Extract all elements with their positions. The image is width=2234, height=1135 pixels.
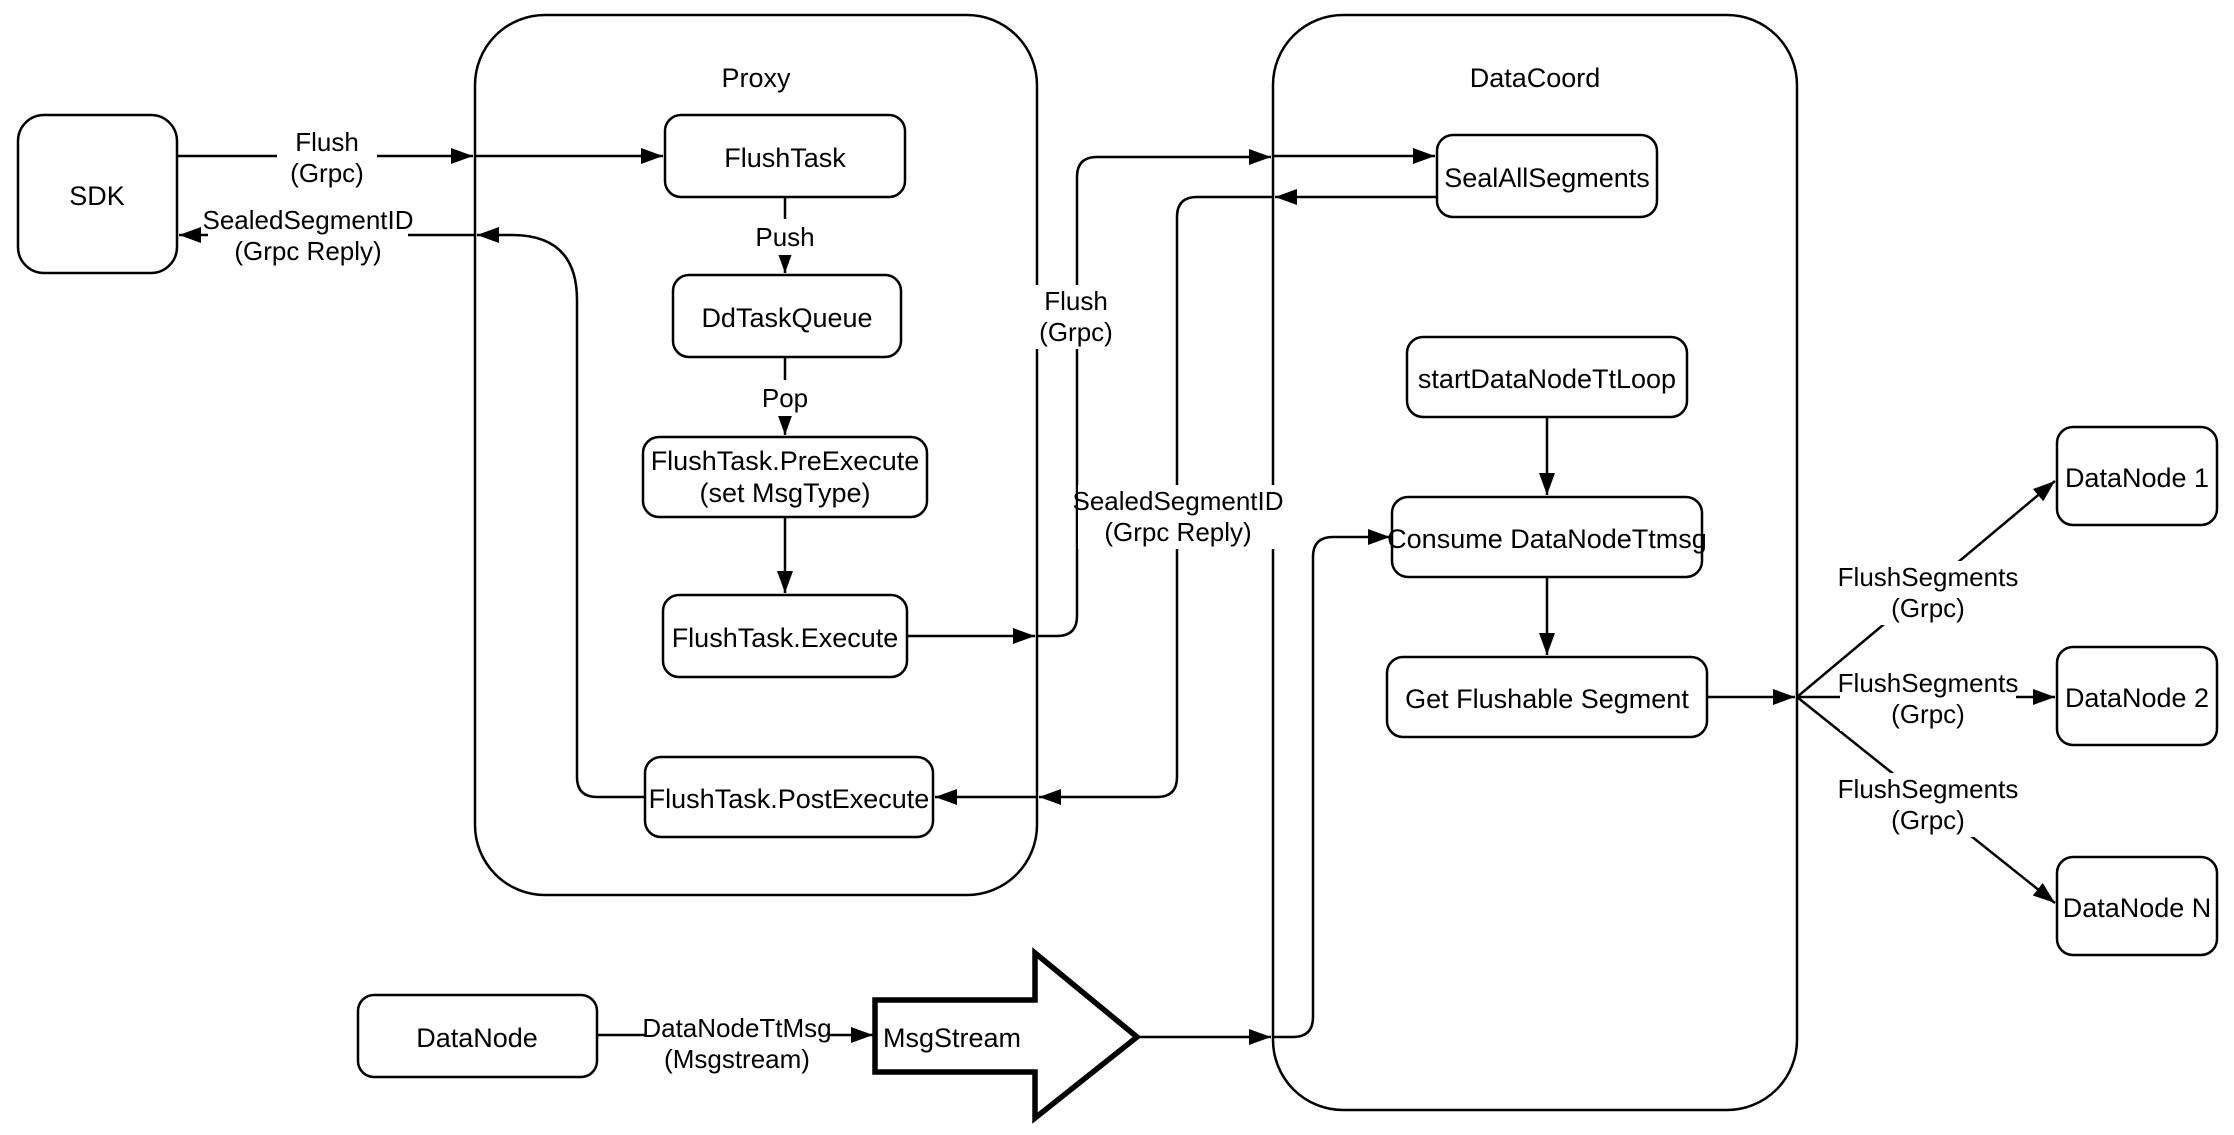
node-execute-label: FlushTask.Execute (672, 623, 899, 653)
node-post-execute-label: FlushTask.PostExecute (649, 784, 930, 814)
msgstream-block-arrow-shape (872, 947, 1142, 1124)
node-datanode-1: DataNode 1 (2055, 425, 2219, 527)
node-msgstream: MsgStream (872, 947, 1142, 1124)
node-pre-execute-label-line1: FlushTask.PreExecute (651, 446, 920, 476)
edge-flush-up-to-datacoord-boundary (1037, 149, 1271, 638)
edge-label-flush-segments-1: FlushSegments (Grpc) (1838, 561, 2019, 625)
edge-label-push: Push (745, 219, 825, 255)
edge-label-pop: Pop (753, 380, 817, 416)
svg-text:(Grpc Reply): (Grpc Reply) (1104, 517, 1251, 547)
node-seal-all-segments: SealAllSegments (1435, 133, 1659, 219)
node-datanode-label: DataNode (416, 1023, 538, 1053)
node-pre-execute-label-line2: (set MsgType) (699, 478, 870, 508)
svg-text:FlushSegments: FlushSegments (1838, 668, 2019, 698)
svg-text:DataNodeTtMsg: DataNodeTtMsg (642, 1013, 831, 1043)
edge-post-execute-to-proxy-boundary (477, 227, 645, 799)
node-post-execute: FlushTask.PostExecute (643, 755, 935, 839)
node-get-flushable-segment-label: Get Flushable Segment (1405, 684, 1689, 714)
node-consume-data-node-ttmsg: Consume DataNodeTtmsg (1387, 495, 1707, 579)
node-sdk: SDK (16, 113, 179, 275)
edge-label-flush-segments-2: FlushSegments (Grpc) (1838, 667, 2019, 731)
svg-text:FlushSegments: FlushSegments (1838, 562, 2019, 592)
svg-text:(Grpc): (Grpc) (1891, 699, 1965, 729)
svg-text:FlushSegments: FlushSegments (1838, 774, 2019, 804)
node-flush-task: FlushTask (663, 113, 907, 199)
edge-label-sealed-sdk: SealedSegmentID (Grpc Reply) (202, 204, 414, 268)
edge-label-sealed-mid: SealedSegmentID (Grpc Reply) (1072, 485, 1284, 549)
svg-text:(Grpc): (Grpc) (1039, 317, 1113, 347)
svg-text:SealedSegmentID: SealedSegmentID (202, 205, 413, 235)
node-datanode-n-label: DataNode N (2063, 893, 2212, 923)
edge-label-flush-mid: Flush (Grpc) (1026, 285, 1126, 349)
edge-datacoord-boundary-to-consume (1273, 529, 1390, 1039)
node-start-data-node-tt-loop: startDataNodeTtLoop (1405, 335, 1689, 419)
node-datanode-1-label: DataNode 1 (2065, 463, 2209, 493)
node-start-data-node-tt-loop-label: startDataNodeTtLoop (1418, 364, 1676, 394)
node-datanode-2-label: DataNode 2 (2065, 683, 2209, 713)
proxy-title: Proxy (721, 63, 791, 93)
node-seal-all-segments-label: SealAllSegments (1444, 163, 1650, 193)
edge-label-datanode-tt-msg: DataNodeTtMsg (Msgstream) (642, 1012, 832, 1076)
svg-text:Flush: Flush (295, 127, 359, 157)
proxy-container (473, 13, 1039, 897)
svg-text:Flush: Flush (1044, 286, 1108, 316)
node-dd-task-queue-label: DdTaskQueue (701, 303, 872, 333)
datacoord-container (1271, 13, 1799, 1112)
node-datanode-n: DataNode N (2055, 855, 2219, 957)
node-dd-task-queue: DdTaskQueue (671, 273, 903, 359)
node-pre-execute: FlushTask.PreExecute (set MsgType) (641, 435, 929, 519)
node-sdk-label: SDK (69, 181, 125, 211)
svg-text:(Grpc Reply): (Grpc Reply) (234, 236, 381, 266)
node-datanode: DataNode (356, 993, 599, 1079)
edge-label-flush-sdk: Flush (Grpc) (277, 126, 377, 190)
node-datanode-2: DataNode 2 (2055, 645, 2219, 747)
svg-text:(Grpc): (Grpc) (290, 158, 364, 188)
svg-text:(Grpc): (Grpc) (1891, 593, 1965, 623)
svg-text:Push: Push (755, 222, 814, 252)
edge-label-flush-segments-3: FlushSegments (Grpc) (1838, 773, 2019, 837)
datacoord-title: DataCoord (1470, 63, 1601, 93)
node-execute: FlushTask.Execute (661, 593, 909, 679)
svg-text:Pop: Pop (762, 383, 808, 413)
svg-text:(Msgstream): (Msgstream) (664, 1044, 810, 1074)
svg-text:SealedSegmentID: SealedSegmentID (1072, 486, 1283, 516)
node-flush-task-label: FlushTask (724, 143, 846, 173)
node-consume-data-node-ttmsg-label: Consume DataNodeTtmsg (1387, 524, 1707, 554)
node-get-flushable-segment: Get Flushable Segment (1385, 655, 1709, 739)
node-msgstream-label: MsgStream (883, 1023, 1021, 1053)
svg-text:(Grpc): (Grpc) (1891, 805, 1965, 835)
